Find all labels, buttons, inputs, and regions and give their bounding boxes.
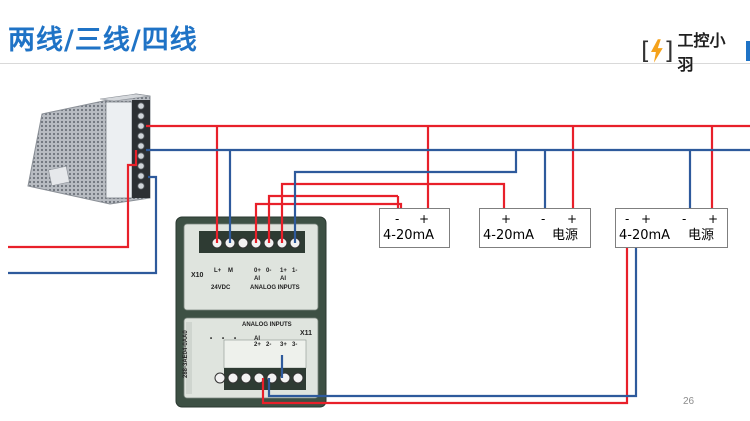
t2-signal-label: 4-20mA [483, 228, 535, 243]
red-wires [8, 124, 750, 405]
module-bottom-terminals [214, 372, 304, 384]
terminal-label-2-plus: 2+ [254, 342, 261, 348]
ps-terminal-screw [137, 132, 145, 140]
t1-signal-label: 4-20mA [383, 228, 435, 243]
ps-terminal-screw [137, 172, 145, 180]
red-wire [267, 194, 398, 243]
power-supply [27, 93, 151, 205]
terminal-label-dot-2: • [222, 336, 225, 342]
module-bottom-screw [227, 372, 239, 384]
terminal-label-0-minus: 0- [266, 268, 272, 274]
blue-wire [8, 175, 158, 275]
module-top-screw [237, 237, 249, 249]
supply-voltage-label: 24VDC [211, 285, 231, 291]
blue-wires [8, 148, 750, 398]
terminal-label-dot-1: • [210, 336, 213, 342]
red-wire [261, 245, 629, 405]
t1-plus-sign: + [419, 212, 430, 226]
t2-minus-sign: - [541, 212, 546, 226]
t3-plus2-sign: + [708, 212, 719, 226]
t3-minus2-sign: - [682, 212, 687, 226]
ps-terminal-screw [137, 182, 145, 190]
page-number: 26 [683, 396, 695, 407]
t1-minus-sign: - [395, 212, 400, 226]
terminal-sub-ai-0: AI [254, 276, 260, 282]
transmitter-three-wire [479, 208, 591, 248]
t2-plus-sign: + [501, 212, 512, 226]
module-bottom-screw [292, 372, 304, 384]
terminal-label-l-plus: L+ [214, 268, 222, 274]
terminal-label-1-plus: 1+ [280, 268, 287, 274]
slide-title: 两线/三线/四线 [8, 25, 198, 56]
terminal-label-3-minus: 3- [292, 342, 298, 348]
bracket-left: [ [641, 37, 651, 65]
t3-signal-label: 4-20mA [619, 228, 671, 243]
terminal-sub-ai-2: AI [254, 336, 260, 342]
module-top-x-label: X10 [191, 272, 204, 279]
module-top-group-label: ANALOG INPUTS [250, 285, 300, 291]
module-bottom-screw [240, 372, 252, 384]
module-part-number: 288-3AE04-0AA0 [183, 330, 189, 378]
bracket-right: ] [664, 37, 674, 65]
red-wire [8, 150, 138, 249]
module-bottom-screw [214, 372, 226, 384]
module-bottom-x-label: X11 [300, 330, 313, 337]
brand-accent-bar [746, 41, 750, 61]
terminal-sub-ai-1: AI [280, 276, 286, 282]
terminal-label-3-plus: 3+ [280, 342, 287, 348]
brand-logo: [ ] 工控小羽 [641, 31, 750, 74]
terminal-label-2-minus: 2- [266, 342, 272, 348]
transmitter-two-wire [379, 208, 450, 248]
transmitter-four-wire [615, 208, 728, 248]
t3-plus-sign: + [641, 212, 652, 226]
power-supply-terminal-block [137, 102, 145, 190]
ps-terminal-screw [137, 162, 145, 170]
blue-wire [267, 245, 638, 398]
ps-terminal-screw [137, 142, 145, 150]
t2-power-label: 电源 [552, 228, 579, 243]
module-bottom-group-label: ANALOG INPUTS [242, 322, 292, 328]
t2-plus2-sign: + [567, 212, 578, 226]
t3-power-label: 电源 [688, 228, 715, 243]
terminal-label-dot-3: • [234, 336, 237, 342]
ps-terminal-screw [137, 152, 145, 160]
terminal-label-0-plus: 0+ [254, 268, 261, 274]
ps-terminal-screw [137, 122, 145, 130]
lightning-bolt-icon [651, 39, 664, 63]
title-divider [0, 63, 750, 64]
terminal-label-m: M [228, 268, 233, 274]
ps-terminal-screw [137, 102, 145, 110]
red-wire [280, 182, 506, 243]
ps-terminal-screw [137, 112, 145, 120]
terminal-label-1-minus: 1- [292, 268, 298, 274]
brand-name: 工控小羽 [677, 31, 726, 74]
blue-wire [293, 150, 518, 243]
t3-minus-sign: - [625, 212, 630, 226]
